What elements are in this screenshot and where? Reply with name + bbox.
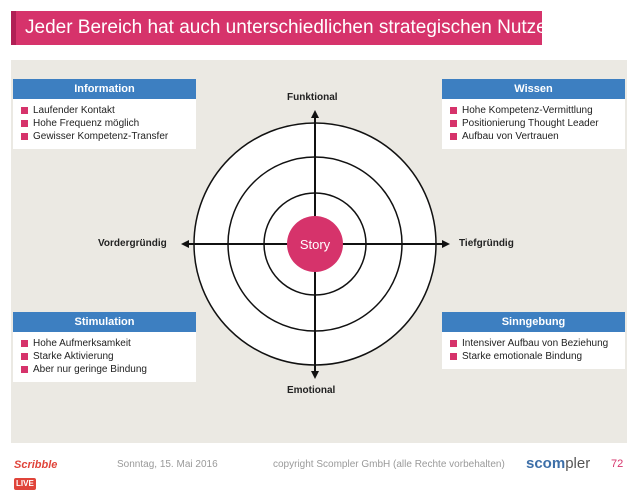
- scribblelive-logo: ScribbleLIVE: [14, 459, 58, 490]
- bullet-icon: [21, 366, 28, 373]
- list-item: Starke emotionale Bindung: [450, 350, 619, 363]
- box-wissen-title: Wissen: [442, 79, 625, 99]
- bullet-icon: [450, 133, 457, 140]
- bullet-icon: [21, 353, 28, 360]
- axis-label-top: Funktional: [287, 92, 338, 103]
- bullet-icon: [21, 120, 28, 127]
- box-wissen: Wissen Hohe Kompetenz-Vermittlung Positi…: [442, 79, 625, 149]
- list-item: Intensiver Aufbau von Beziehung: [450, 337, 619, 350]
- list-item: Hohe Frequenz möglich: [21, 117, 190, 130]
- list-item: Aber nur geringe Bindung: [21, 363, 190, 376]
- bullet-icon: [450, 107, 457, 114]
- box-stimulation-title: Stimulation: [13, 312, 196, 332]
- list-item: Aufbau von Vertrauen: [450, 130, 619, 143]
- footer-copyright: copyright Scompler GmbH (alle Rechte vor…: [273, 459, 505, 470]
- list-item: Starke Aktivierung: [21, 350, 190, 363]
- box-information: Information Laufender Kontakt Hohe Frequ…: [13, 79, 196, 149]
- box-stimulation: Stimulation Hohe Aufmerksamkeit Starke A…: [13, 312, 196, 382]
- bullet-icon: [21, 107, 28, 114]
- footer-date: Sonntag, 15. Mai 2016: [117, 459, 218, 470]
- page-number: 72: [611, 458, 624, 470]
- axis-label-right: Tiefgründig: [459, 238, 514, 249]
- concentric-diagram: Story: [181, 110, 450, 379]
- bullet-icon: [21, 133, 28, 140]
- box-sinngebung-title: Sinngebung: [442, 312, 625, 332]
- axis-label-bottom: Emotional: [287, 385, 336, 396]
- bullet-icon: [450, 120, 457, 127]
- story-label: Story: [300, 237, 331, 252]
- box-sinngebung: Sinngebung Intensiver Aufbau von Beziehu…: [442, 312, 625, 369]
- list-item: Hohe Kompetenz-Vermittlung: [450, 104, 619, 117]
- bullet-icon: [450, 340, 457, 347]
- title-accent: [11, 11, 16, 45]
- list-item: Laufender Kontakt: [21, 104, 190, 117]
- bullet-icon: [21, 340, 28, 347]
- bullet-icon: [450, 353, 457, 360]
- axis-label-left: Vordergründig: [98, 238, 167, 249]
- list-item: Gewisser Kompetenz-Transfer: [21, 130, 190, 143]
- box-information-title: Information: [13, 79, 196, 99]
- scompler-logo: scompler: [526, 455, 591, 472]
- page-title: Jeder Bereich hat auch unterschiedlichen…: [25, 17, 563, 38]
- list-item: Positionierung Thought Leader: [450, 117, 619, 130]
- title-bar: Jeder Bereich hat auch unterschiedlichen…: [11, 11, 563, 45]
- story-circle: [287, 216, 343, 272]
- list-item: Hohe Aufmerksamkeit: [21, 337, 190, 350]
